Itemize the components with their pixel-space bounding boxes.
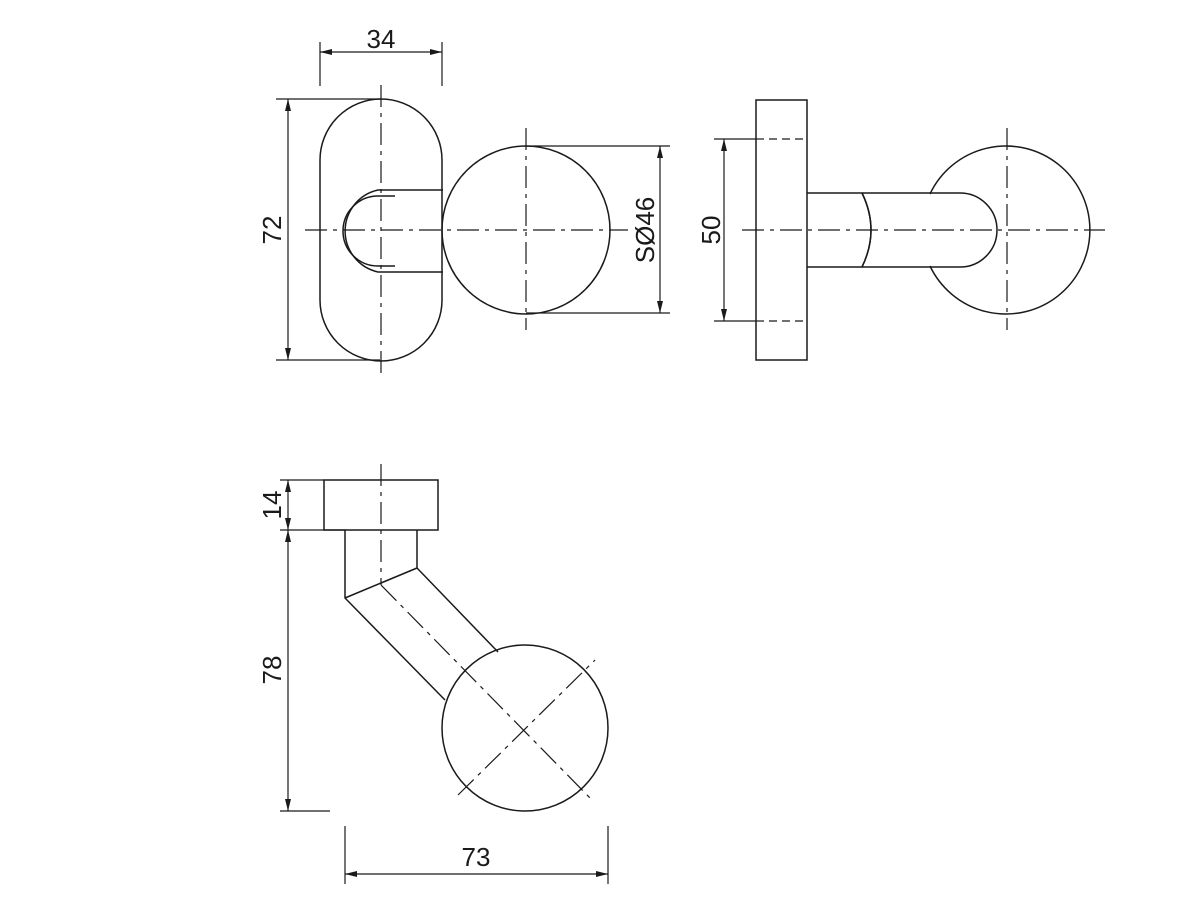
dimension-rose-width: 34	[319, 24, 443, 86]
dimension-rose-inner-height: 50	[696, 138, 756, 322]
dimension-rose-thickness: 14	[257, 479, 345, 531]
dimension-label-34: 34	[367, 24, 396, 54]
sphere-top	[441, 644, 609, 812]
dimension-label-50: 50	[696, 216, 726, 245]
neck-collar	[344, 189, 443, 273]
shaft-side	[862, 192, 998, 268]
centerline-top-diagonal	[380, 584, 593, 801]
dimension-projection: 78	[257, 530, 330, 812]
neck-collar-inner	[342, 195, 395, 267]
dimension-label-sphere: SØ46	[630, 197, 660, 264]
dimension-label-14: 14	[257, 491, 287, 520]
neck-top	[344, 530, 446, 701]
oval-rose	[319, 98, 443, 362]
dimension-sphere-diameter: SØ46	[526, 145, 670, 314]
side-view: 50	[696, 99, 1105, 361]
dimension-handle-reach: 73	[344, 826, 609, 884]
dimension-label-73: 73	[462, 842, 491, 872]
centerline-sphere-cross	[457, 659, 596, 796]
front-view: 34 72 SØ46	[257, 24, 670, 376]
top-view: 14 78 73	[257, 464, 609, 884]
dimension-label-78: 78	[257, 656, 287, 685]
dimension-label-72: 72	[257, 216, 287, 245]
dimension-rose-height: 72	[257, 98, 380, 361]
